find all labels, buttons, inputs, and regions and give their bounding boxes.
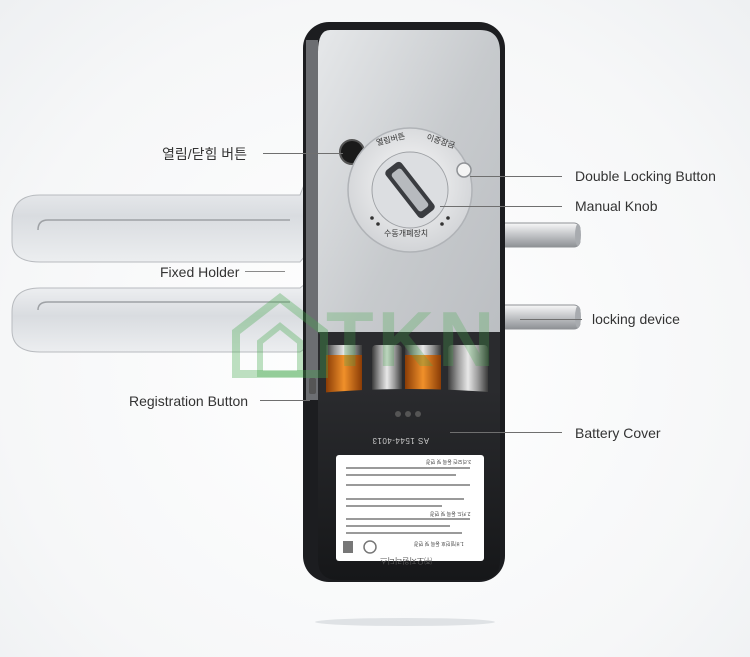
label-locking-device: locking device — [592, 311, 680, 327]
leader-double-locking — [470, 176, 562, 177]
cover-instruction-3: 3.리모컨 등록 및 변경 — [426, 458, 472, 464]
fixed-holder — [11, 169, 311, 353]
label-open-close-button: 열림/닫힘 버튼 — [162, 146, 248, 162]
dial-bottom-text: 수동개폐장치 — [384, 229, 429, 238]
batteries — [326, 345, 488, 397]
cover-label — [336, 455, 484, 561]
leader-manual-knob — [440, 206, 562, 207]
cover-instruction-2: 2.카드 등록 및 변경 — [430, 510, 471, 516]
double-locking-button[interactable] — [456, 162, 472, 178]
watermark-text: TKN — [326, 295, 499, 383]
leader-fixed-holder — [245, 271, 285, 272]
tkn-watermark-logo-icon — [232, 292, 328, 378]
leader-open-close — [263, 153, 343, 154]
label-registration-button: Registration Button — [129, 393, 249, 409]
locking-bolts — [494, 222, 581, 330]
leader-locking-device — [520, 319, 582, 320]
cover-service-number: AS 1544-4013 — [372, 436, 430, 445]
leader-registration — [260, 400, 310, 401]
registration-button[interactable] — [309, 378, 316, 394]
manual-knob[interactable] — [384, 160, 437, 220]
cover-instruction-1: 1.비밀번호 등록 및 변경 — [414, 540, 464, 546]
label-fixed-holder: Fixed Holder — [160, 264, 240, 280]
label-double-locking-button: Double Locking Button — [575, 168, 716, 184]
cover-brand-text: ㈜오지원리디스 — [380, 556, 433, 565]
label-manual-knob: Manual Knob — [575, 198, 658, 214]
label-battery-cover: Battery Cover — [575, 425, 661, 441]
leader-battery-cover — [450, 432, 562, 433]
